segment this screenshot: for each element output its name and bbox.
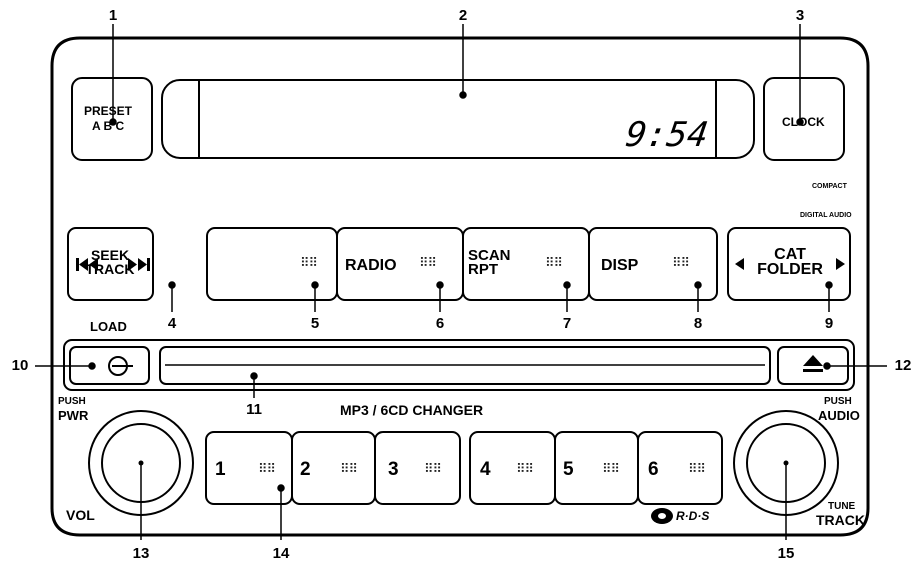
preset-label-line1: PRESET: [84, 104, 133, 118]
track-knob-label: TRACK: [816, 512, 865, 528]
callout-6: 6: [435, 315, 445, 332]
cat-folder-button-shape[interactable]: [727, 227, 851, 301]
clock-button-label: CLOCK: [782, 115, 825, 129]
preset-1-label: 1: [215, 459, 226, 480]
changer-label: MP3 / 6CD CHANGER: [340, 402, 484, 418]
callout-15: 15: [777, 545, 795, 562]
callout-7: 7: [562, 315, 572, 332]
slot-frame: [63, 339, 855, 391]
left-right-triangle-icon: [735, 258, 845, 270]
pwr-label: PWR: [58, 408, 89, 423]
seek-track-button-shape[interactable]: [67, 227, 154, 301]
eject-icon: [803, 355, 823, 372]
preset-3-label: 3: [388, 459, 399, 480]
seek-label: SEEK: [90, 247, 130, 263]
dot-grid-icon: ⠿⠿: [258, 462, 276, 477]
preset-3-shape[interactable]: [374, 431, 461, 505]
callout-3: 3: [795, 7, 805, 24]
dot-grid-icon: ⠿⠿: [424, 462, 442, 477]
load-label: LOAD: [90, 319, 127, 334]
rds-label: R·D·S: [676, 509, 710, 523]
seek-track-label-line2: TRACK: [85, 261, 135, 277]
display-window: [161, 79, 755, 159]
callout-8: 8: [693, 315, 703, 332]
tune-label: TUNE: [828, 501, 856, 512]
callout-10: 10: [11, 357, 29, 374]
audio-label: AUDIO: [818, 408, 860, 423]
callout-2: 2: [458, 7, 468, 24]
leader-lines: [35, 24, 887, 540]
preset-label-line2: A B C: [92, 119, 125, 133]
compact-disc-logo-top: COMPACT: [812, 183, 847, 190]
disp-button-shape[interactable]: [588, 227, 718, 301]
push-left-label: PUSH: [58, 396, 86, 407]
dot-grid-icon: ⠿⠿: [340, 462, 358, 477]
seek-prev-next-icon: [76, 258, 150, 271]
cat-label: CAT: [774, 246, 806, 263]
dot-grid-icon: ⠿⠿: [672, 256, 690, 271]
blank-button-shape[interactable]: [206, 227, 338, 301]
rpt-label: RPT: [468, 261, 498, 278]
preset-5-label: 5: [563, 459, 574, 480]
folder-label: FOLDER: [757, 261, 823, 278]
dot-grid-icon: ⠿⠿: [545, 256, 563, 271]
dot-grid-icon: ⠿⠿: [602, 462, 620, 477]
scan-label: SCAN: [468, 247, 511, 264]
callout-11: 11: [246, 401, 262, 418]
preset-4-label: 4: [480, 459, 491, 480]
callout-1: 1: [108, 7, 118, 24]
panel-outline: [50, 36, 870, 537]
preset-6-shape[interactable]: [637, 431, 723, 505]
dot-grid-icon: ⠿⠿: [688, 462, 706, 477]
compact-disc-logo-bottom: DIGITAL AUDIO: [800, 212, 852, 219]
push-right-label: PUSH: [824, 396, 852, 407]
callout-12: 12: [894, 357, 912, 374]
radio-button-label: RADIO: [345, 257, 397, 274]
dot-grid-icon: ⠿⠿: [419, 256, 437, 271]
callout-14: 14: [272, 545, 290, 562]
callout-13: 13: [132, 545, 150, 562]
dot-grid-icon: ⠿⠿: [516, 462, 534, 477]
clock-button-shape[interactable]: [763, 77, 845, 161]
disp-button-label: DISP: [601, 257, 639, 274]
callout-4: 4: [167, 315, 177, 332]
vol-label: VOL: [66, 507, 95, 523]
display-time: 9:54: [623, 115, 711, 155]
preset-button-shape[interactable]: [71, 77, 153, 161]
load-disc-icon: [108, 356, 133, 376]
preset-2-label: 2: [300, 459, 311, 480]
dot-grid-icon: ⠿⠿: [300, 256, 318, 271]
callout-9: 9: [824, 315, 834, 332]
preset-6-label: 6: [648, 459, 659, 480]
callout-5: 5: [310, 315, 320, 332]
cd-slot: [159, 346, 771, 385]
